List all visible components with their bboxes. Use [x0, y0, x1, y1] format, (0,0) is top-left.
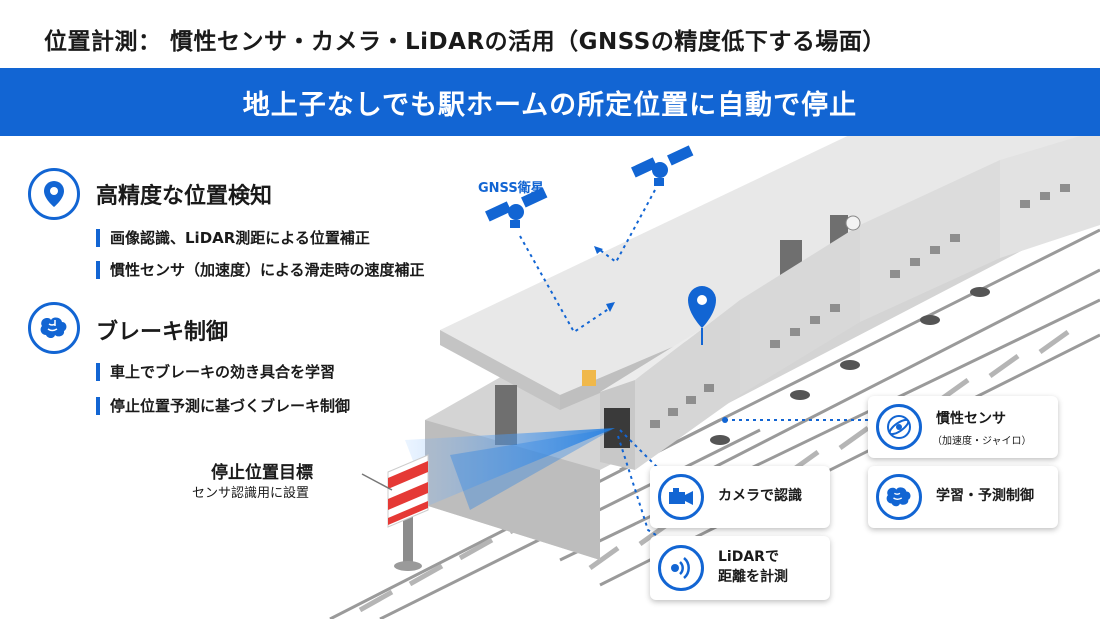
callout-camera: カメラで認識 [650, 466, 830, 528]
brain-icon [28, 302, 80, 354]
callout-lidar: LiDARで 距離を計測 [650, 536, 830, 600]
callout-learning: 学習・予測制御 [868, 466, 1058, 528]
train [600, 136, 1100, 470]
bullet-item: 停止位置予測に基づくブレーキ制御 [96, 396, 350, 416]
callout-sublabel: （加速度・ジャイロ） [932, 436, 1032, 447]
page-title: 位置計測： 慣性センサ・カメラ・LiDARの活用（GNSSの精度低下する場面） [44, 29, 886, 55]
stop-target-sublabel: センサ認識用に設置 [192, 486, 310, 501]
callout-label: LiDARで [718, 549, 779, 565]
feature-title-position: 高精度な位置検知 [96, 184, 273, 209]
gyroscope-icon [876, 404, 922, 450]
station-illustration [329, 136, 1100, 619]
callout-label: 距離を計測 [718, 569, 788, 585]
location-pin-icon [688, 286, 716, 345]
feature-title-brake: ブレーキ制御 [96, 320, 229, 345]
camera-icon [658, 474, 704, 520]
sensor-beam [405, 428, 615, 505]
gnss-signal-path [519, 189, 656, 334]
banner-headline: 地上子なしでも駅ホームの所定位置に自動で停止 [0, 68, 1100, 136]
brain-icon [876, 474, 922, 520]
callout-label: 慣性センサ [936, 411, 1006, 427]
satellite-icon [631, 145, 694, 186]
bullet-item: 画像認識、LiDAR測距による位置補正 [96, 228, 370, 248]
satellite-icon [485, 187, 548, 228]
callout-label: カメラで認識 [718, 488, 802, 504]
sign [582, 370, 596, 386]
stop-target-sign [387, 454, 429, 571]
callout-inertial-sensor: 慣性センサ （加速度・ジャイロ） [868, 396, 1058, 458]
bullet-item: 車上でブレーキの効き具合を学習 [96, 362, 335, 382]
bullet-item: 慣性センサ（加速度）による滑走時の速度補正 [96, 260, 425, 280]
lidar-icon [658, 545, 704, 591]
gnss-satellite-label: GNSS衛星 [478, 181, 544, 196]
location-pin-icon [28, 168, 80, 220]
pillar [495, 385, 517, 445]
stop-target-label: 停止位置目標 [211, 463, 313, 483]
callout-label: 学習・予測制御 [936, 488, 1034, 504]
